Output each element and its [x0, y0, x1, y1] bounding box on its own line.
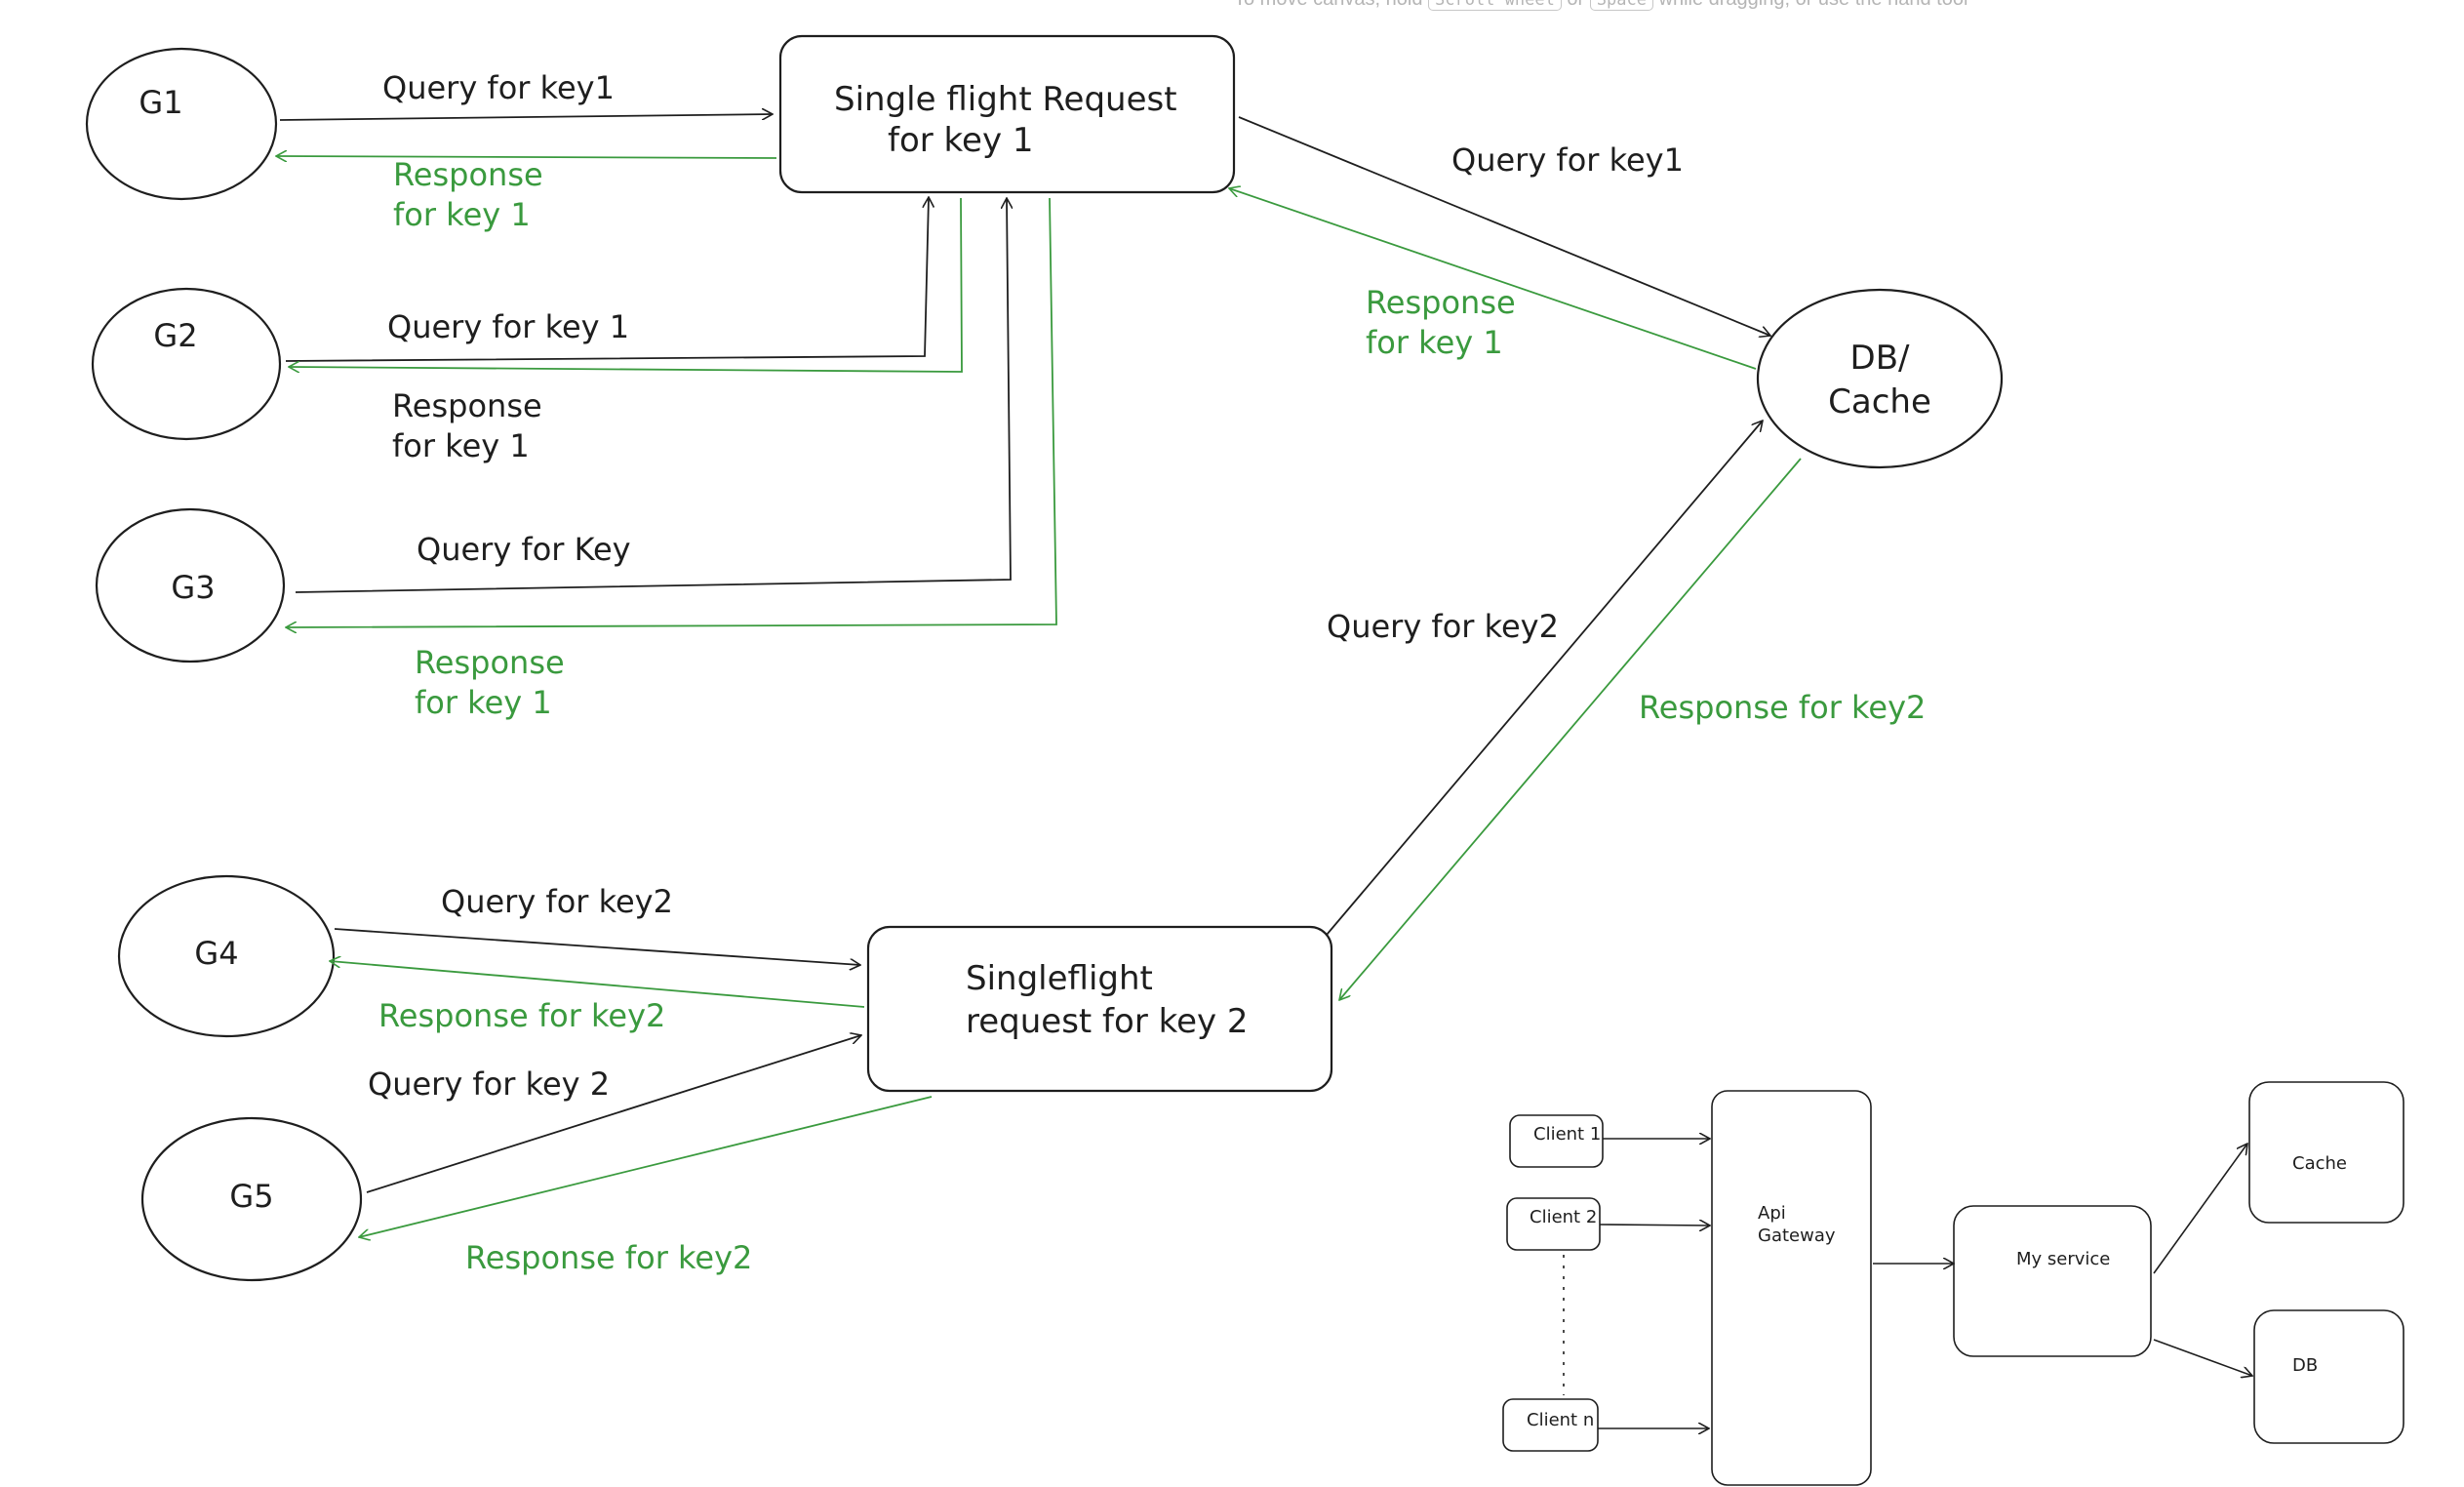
arrow-g4-response[interactable]	[330, 961, 865, 1008]
arrow-g5-query[interactable]	[366, 1035, 861, 1193]
node-g1-label: G1	[139, 84, 182, 121]
client2-box[interactable]	[1506, 1197, 1601, 1251]
arrow-g5-response[interactable]	[359, 1096, 933, 1237]
label-db-sf1-response-line1: Response	[1366, 284, 1516, 321]
label-g5-response: Response for key2	[465, 1239, 752, 1276]
arrow-db-sf1-response[interactable]	[1229, 188, 1757, 370]
label-g3-query: Query for Key	[417, 531, 631, 568]
db-cache-label-line1: DB/	[1850, 339, 1911, 378]
canvas-hint: To move canvas, hold Scroll wheel or Spa…	[1234, 0, 1967, 11]
singleflight-key1-label-line1: Single flight Request	[834, 80, 1177, 119]
singleflight-key2-box[interactable]	[866, 925, 1333, 1093]
arrow-client2-gateway[interactable]	[1599, 1225, 1710, 1226]
db-cache-label-line2: Cache	[1828, 382, 1931, 422]
label-g2-query: Query for key 1	[387, 308, 629, 345]
label-g2-response-line1: Response	[392, 387, 542, 424]
hint-middle: or	[1567, 0, 1584, 10]
label-g3-response-line1: Response	[415, 644, 565, 681]
arrow-g2-query[interactable]	[285, 197, 929, 362]
label-sf1-db-query: Query for key1	[1451, 141, 1684, 179]
client1-box[interactable]	[1509, 1114, 1604, 1168]
cache-label: Cache	[2292, 1153, 2347, 1174]
label-g1-response-line2: for key 1	[393, 196, 531, 233]
my-service-box[interactable]	[1953, 1205, 2152, 1357]
label-db-sf1-response-line2: for key 1	[1366, 324, 1503, 361]
db-box[interactable]	[2253, 1309, 2404, 1444]
gateway-label-line2: Gateway	[1758, 1226, 1836, 1246]
arrow-sf2-db-query[interactable]	[1326, 421, 1763, 936]
arrow-g3-query[interactable]	[295, 198, 1011, 593]
arrow-service-db[interactable]	[2153, 1339, 2252, 1376]
arrow-db-sf2-response[interactable]	[1339, 458, 1802, 1000]
singleflight-key2-label-line2: request for key 2	[966, 1002, 1249, 1041]
node-g5-shape[interactable]	[140, 1116, 363, 1282]
label-sf2-db-query: Query for key2	[1327, 608, 1559, 645]
space-key: Space	[1589, 0, 1653, 11]
singleflight-key1-label-line2: for key 1	[888, 121, 1034, 160]
cache-box[interactable]	[2248, 1081, 2404, 1224]
label-db-sf2-response: Response for key2	[1639, 689, 1926, 726]
client2-label: Client 2	[1530, 1207, 1597, 1227]
singleflight-key2-label-line1: Singleflight	[966, 959, 1153, 998]
node-g2-label: G2	[153, 317, 197, 354]
node-g1-shape[interactable]	[85, 47, 278, 201]
client1-label: Client 1	[1533, 1124, 1601, 1145]
node-g4-label: G4	[194, 935, 238, 972]
hint-suffix: while dragging, or use the hand tool	[1659, 0, 1968, 10]
label-g4-query: Query for key2	[441, 883, 673, 920]
label-g2-response-line2: for key 1	[392, 427, 530, 464]
singleflight-key1-box[interactable]	[778, 34, 1236, 194]
arrow-g4-query[interactable]	[334, 928, 860, 965]
node-db-cache-shape[interactable]	[1756, 288, 2004, 469]
node-g2-shape[interactable]	[91, 287, 282, 441]
arrow-service-cache[interactable]	[2153, 1144, 2247, 1274]
db-label: DB	[2292, 1355, 2318, 1376]
arrow-g1-response[interactable]	[276, 156, 777, 158]
arrow-g3-response[interactable]	[286, 197, 1057, 627]
clientn-box[interactable]	[1502, 1398, 1599, 1452]
arrow-g2-response[interactable]	[289, 197, 963, 372]
label-g1-response-line1: Response	[393, 156, 543, 193]
clientn-label: Client n	[1527, 1410, 1594, 1430]
gateway-label-line1: Api	[1758, 1203, 1786, 1224]
node-g3-label: G3	[171, 569, 215, 606]
scroll-wheel-key: Scroll wheel	[1428, 0, 1562, 11]
arrow-g1-query[interactable]	[279, 114, 773, 121]
api-gateway-box[interactable]	[1711, 1090, 1872, 1486]
hint-prefix: To move canvas, hold	[1234, 0, 1422, 10]
label-g1-query: Query for key1	[382, 69, 615, 106]
label-g3-response-line2: for key 1	[415, 684, 552, 721]
label-g4-response: Response for key2	[378, 997, 665, 1034]
node-g3-shape[interactable]	[95, 507, 286, 663]
node-g5-label: G5	[229, 1178, 273, 1215]
arrow-sf1-db-query[interactable]	[1238, 116, 1770, 336]
label-g5-query: Query for key 2	[368, 1065, 610, 1103]
service-label: My service	[2016, 1249, 2110, 1269]
